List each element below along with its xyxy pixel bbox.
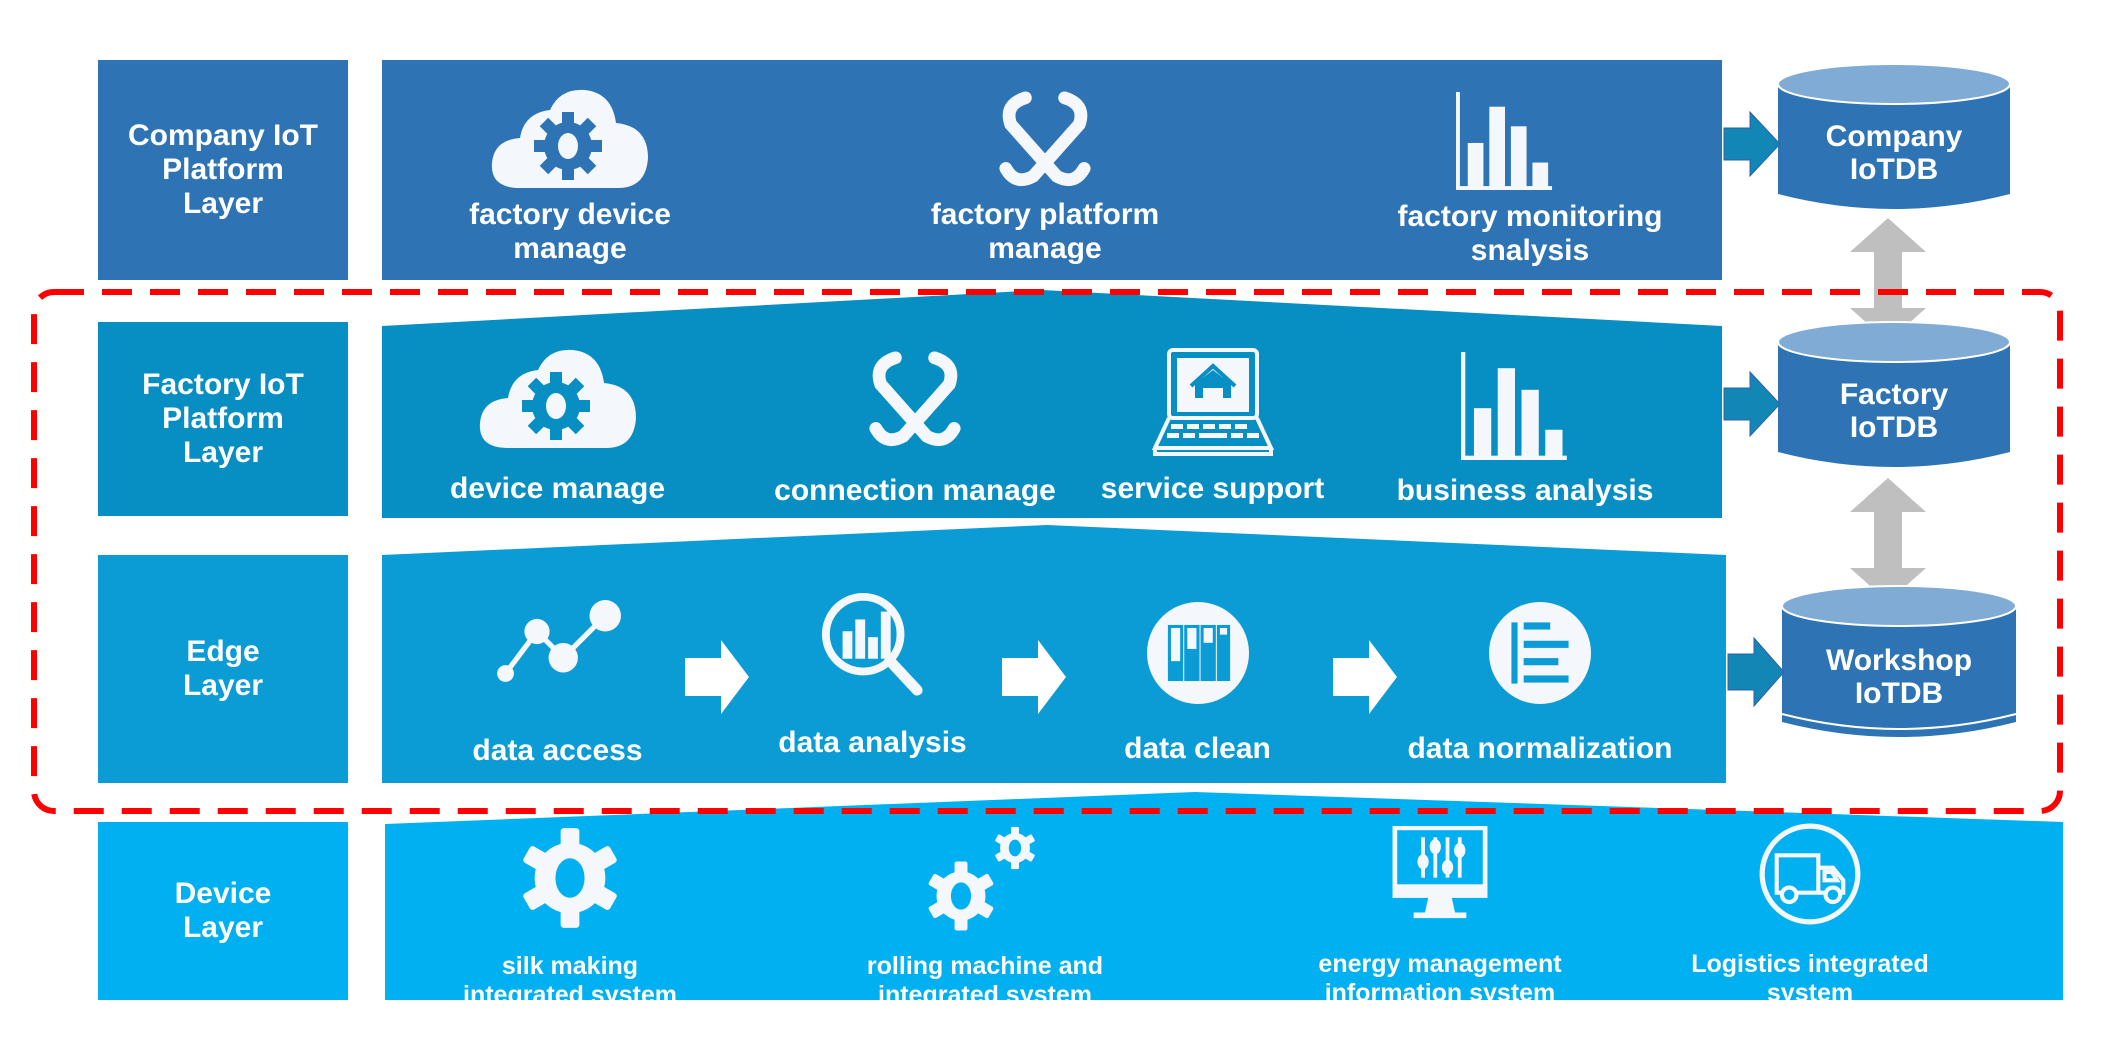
factory-item-service-support: service support bbox=[1085, 348, 1340, 506]
item-label: silk making integrated system bbox=[463, 952, 677, 1009]
db-label: Company IoTDB bbox=[1825, 120, 1963, 186]
gear-icon bbox=[518, 826, 622, 930]
item-label: factory device manage bbox=[469, 198, 671, 265]
db-label: Workshop IoTDB bbox=[1825, 644, 1973, 710]
edge-layer-label: Edge Layer bbox=[98, 555, 348, 783]
item-label: data access bbox=[472, 734, 643, 767]
item-label: service support bbox=[1100, 472, 1325, 505]
company-layer-label: Company IoT Platform Layer bbox=[98, 60, 348, 280]
factory-item-connection-manage: connection manage bbox=[755, 350, 1075, 508]
item-label: factory platform manage bbox=[930, 198, 1160, 265]
device-item-silk-making: silk making integrated system bbox=[430, 826, 710, 1010]
flow-to-factory-db-icon bbox=[1723, 370, 1781, 438]
chain-link-icon bbox=[866, 350, 964, 448]
item-label: data analysis bbox=[778, 726, 967, 759]
flow-to-company-db-icon bbox=[1723, 110, 1781, 178]
truck-circle-icon bbox=[1758, 822, 1862, 926]
item-label: data clean bbox=[1124, 732, 1271, 765]
bar-chart-icon bbox=[1457, 352, 1573, 460]
cloud-gear-icon bbox=[476, 348, 640, 448]
edge-item-data-clean: data clean bbox=[1080, 602, 1315, 766]
database-cylinder-icon bbox=[1777, 63, 2011, 209]
device-item-rolling-machine: rolling machine and integrated system bbox=[840, 826, 1130, 1010]
edge-item-data-analysis: data analysis bbox=[755, 590, 990, 760]
device-layer-label: Device Layer bbox=[98, 822, 348, 1000]
company-layer-title: Company IoT Platform Layer bbox=[127, 119, 318, 220]
item-label: rolling machine and integrated system bbox=[866, 952, 1104, 1009]
flow-arrow-icon bbox=[1333, 640, 1397, 714]
edge-item-data-access: data access bbox=[440, 600, 675, 768]
gears-icon bbox=[925, 826, 1045, 930]
factory-item-business-analysis: business analysis bbox=[1380, 352, 1670, 508]
item-label: data normalization bbox=[1407, 732, 1673, 765]
edge-layer-title: Edge Layer bbox=[182, 635, 264, 702]
company-item-factory-device-manage: factory device manage bbox=[445, 88, 695, 266]
bars-circle-icon bbox=[1147, 602, 1249, 704]
flow-arrow-icon bbox=[685, 640, 749, 714]
factory-iotdb: Factory IoTDB bbox=[1777, 321, 2011, 472]
item-label: energy management information system bbox=[1318, 950, 1562, 1007]
cloud-gear-icon bbox=[488, 88, 652, 188]
flow-arrow-icon bbox=[1002, 640, 1066, 714]
item-label: connection manage bbox=[774, 474, 1056, 507]
db-label: Factory IoTDB bbox=[1839, 378, 1949, 444]
workshop-iotdb: Workshop IoTDB bbox=[1781, 585, 2017, 742]
bar-chart-icon bbox=[1450, 92, 1560, 190]
item-label: device manage bbox=[449, 472, 666, 505]
company-iotdb: Company IoTDB bbox=[1777, 63, 2011, 214]
company-item-factory-monitoring-analysis: factory monitoring snalysis bbox=[1370, 92, 1690, 268]
sync-arrow-factory-workshop-icon bbox=[1850, 478, 1926, 602]
device-layer-panel bbox=[385, 792, 2063, 1000]
item-label: Logistics integrated system bbox=[1691, 950, 1929, 1007]
line-graph-icon bbox=[495, 600, 621, 684]
monitor-sliders-icon bbox=[1390, 826, 1490, 920]
list-circle-icon bbox=[1489, 602, 1591, 704]
edge-item-data-normalization: data normalization bbox=[1390, 602, 1690, 766]
device-layer-title: Device Layer bbox=[174, 877, 272, 944]
device-item-energy-management: energy management information system bbox=[1290, 826, 1590, 1008]
company-item-factory-platform-manage: factory platform manage bbox=[910, 90, 1180, 266]
factory-layer-label: Factory IoT Platform Layer bbox=[98, 322, 348, 516]
laptop-home-icon bbox=[1137, 348, 1289, 458]
factory-item-device-manage: device manage bbox=[430, 348, 685, 506]
magnifier-chart-icon bbox=[819, 590, 927, 698]
device-item-logistics: Logistics integrated system bbox=[1665, 822, 1955, 1008]
chain-link-icon bbox=[996, 90, 1094, 188]
item-label: factory monitoring snalysis bbox=[1397, 200, 1663, 267]
flow-to-workshop-db-icon bbox=[1727, 636, 1785, 708]
item-label: business analysis bbox=[1396, 474, 1654, 507]
factory-layer-title: Factory IoT Platform Layer bbox=[142, 368, 304, 469]
